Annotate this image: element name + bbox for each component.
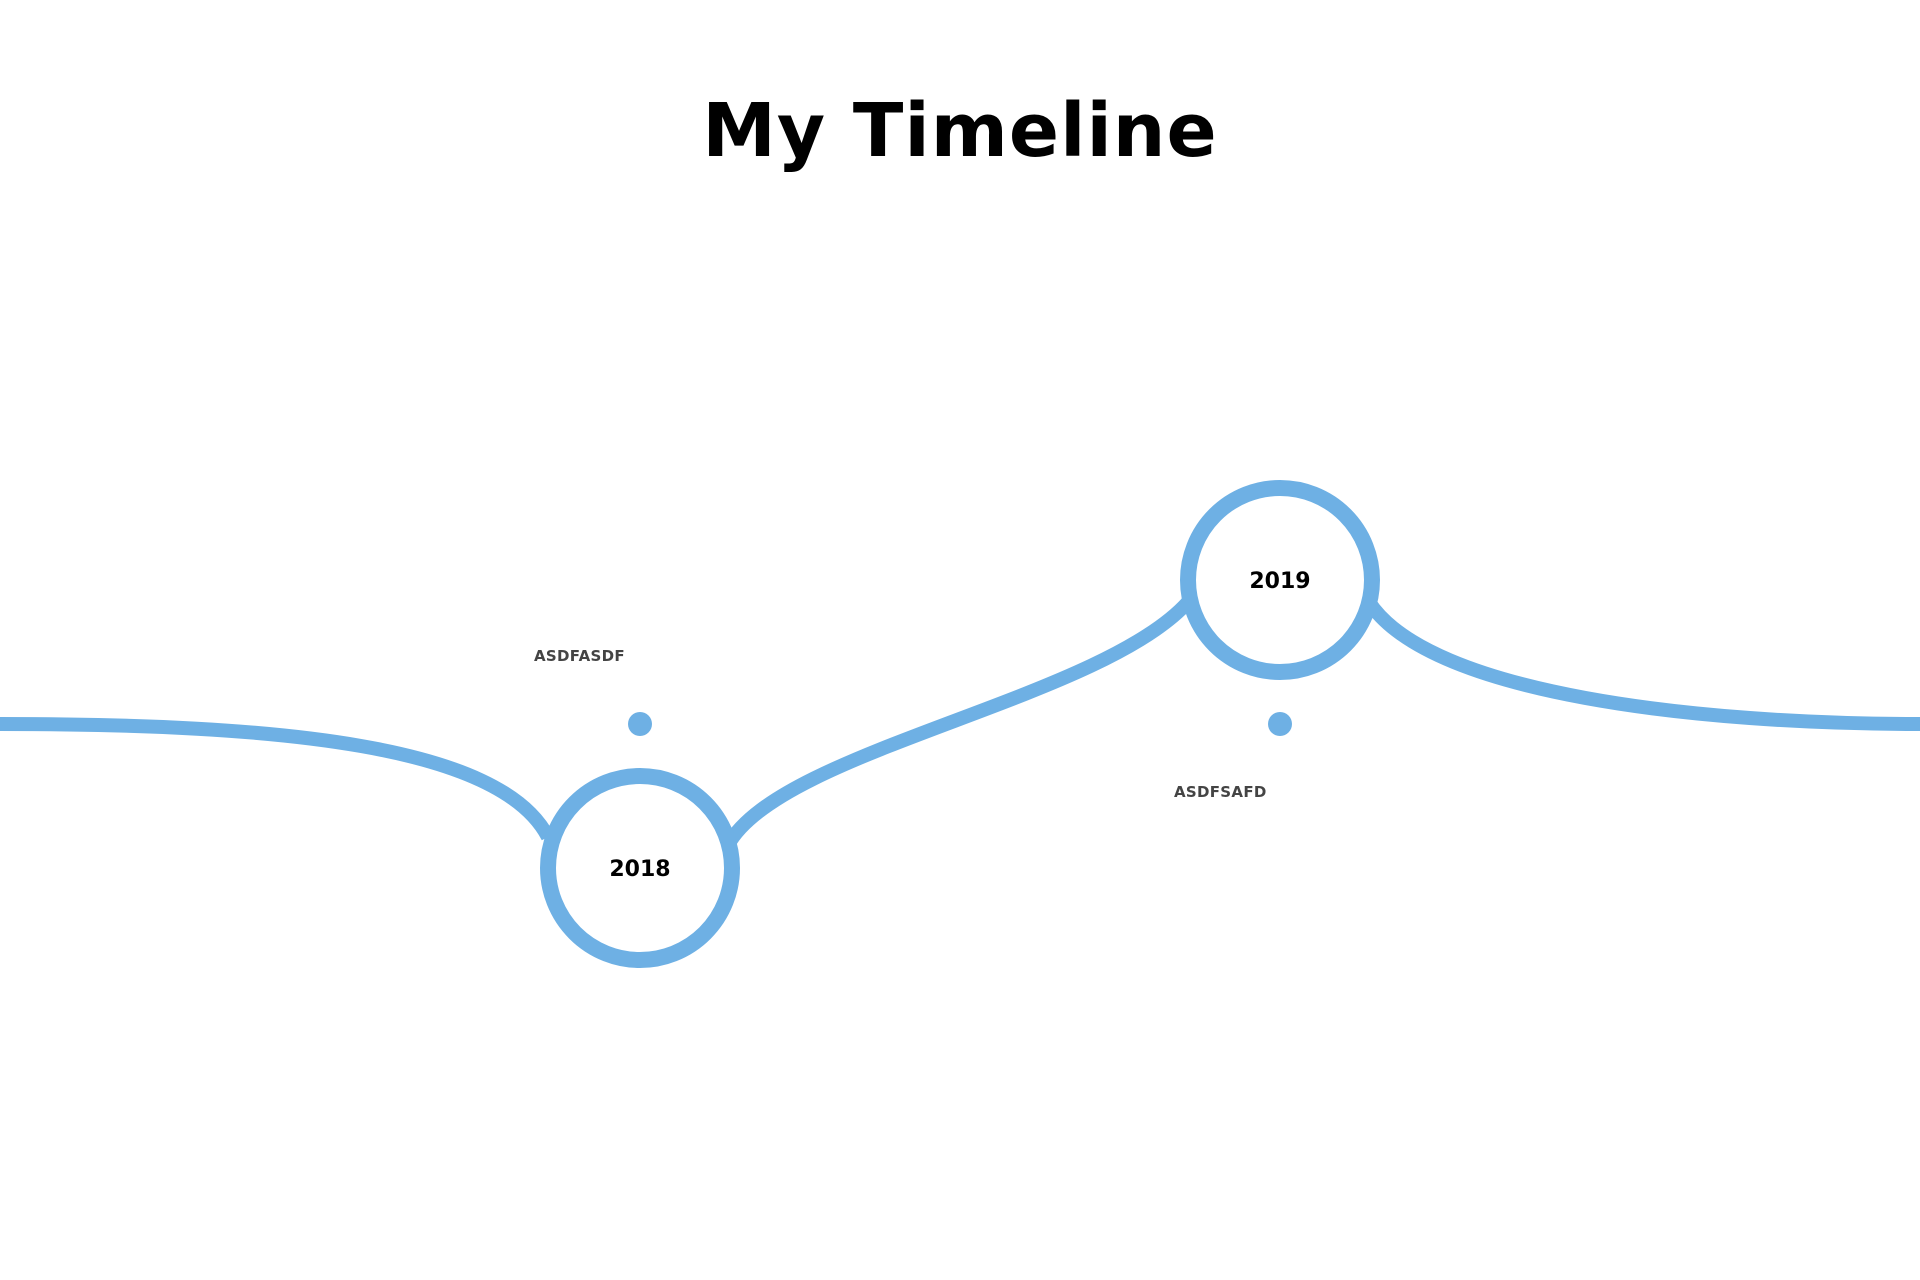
milestone-2019-event-label: ASDFSAFD <box>1174 783 1267 801</box>
milestone-2018-year: 2018 <box>609 857 670 882</box>
milestone-2019[interactable]: 2019 <box>1180 480 1380 680</box>
milestone-2019-marker-dot <box>1268 712 1292 736</box>
milestone-2019-year: 2019 <box>1249 569 1310 594</box>
milestone-2019-ring <box>1180 480 1380 680</box>
milestone-2018-marker-dot <box>628 712 652 736</box>
timeline-wave-line <box>0 597 1920 849</box>
milestone-2018-event-label: ASDFASDF <box>534 647 625 665</box>
page-title: My Timeline <box>702 88 1218 174</box>
milestone-2018-ring <box>540 768 740 968</box>
milestone-2018[interactable]: 2018 <box>540 768 740 968</box>
